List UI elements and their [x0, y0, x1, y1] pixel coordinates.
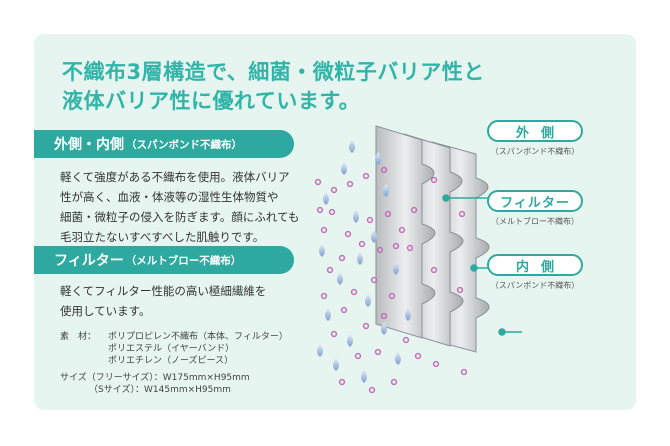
material-value-2: ポリエステル（イヤーバンド） — [108, 344, 235, 354]
particle-dot-icon — [362, 322, 370, 330]
three-layer-illustration — [314, 125, 522, 394]
particle-dot-icon — [354, 352, 362, 360]
particle-dot-icon — [314, 178, 322, 186]
water-droplet-icon — [349, 140, 355, 153]
particle-dot-icon — [340, 306, 348, 314]
particle-dot-icon — [346, 180, 354, 188]
particle-dot-icon — [338, 254, 346, 262]
particle-dot-icon — [380, 166, 388, 174]
size-free-label: サイズ（フリーサイズ）： — [60, 373, 163, 383]
water-droplet-icon — [323, 192, 329, 205]
particle-dot-icon — [366, 216, 374, 224]
water-droplet-icon — [383, 184, 389, 197]
section-text-outer-inner: 軽くて強度がある不織布を使用。液体バリア 性が高く、血液・体液等の湿性生体物質や… — [60, 170, 300, 244]
material-value-1: ポリプロピレン不織布（本体、フィルター） — [108, 332, 288, 342]
particle-dot-icon — [338, 378, 346, 386]
particle-dot-icon — [414, 352, 422, 360]
water-droplet-icon — [333, 358, 339, 371]
water-droplet-icon — [365, 294, 371, 307]
particle-dot-icon — [350, 288, 358, 296]
particle-dot-icon — [328, 208, 336, 216]
particle-dot-icon — [406, 244, 414, 252]
section-text-filter: 軽くてフィルター性能の高い極細繊維を 使用しています。 — [60, 284, 267, 318]
particle-dot-icon — [458, 210, 466, 218]
particle-dot-icon — [376, 246, 384, 254]
water-droplet-icon — [371, 230, 377, 243]
section-title-outer-inner: 外側・内側 — [54, 137, 124, 153]
droplet-group — [317, 140, 411, 383]
particle-dot-icon — [370, 276, 378, 284]
section-bar-outer-inner: 外側・内側 （スパンボンド不織布） — [34, 130, 294, 158]
water-droplet-icon — [341, 162, 347, 175]
particle-dot-icon — [456, 286, 464, 294]
water-droplet-icon — [395, 352, 401, 365]
particle-dot-icon — [326, 266, 334, 274]
material-value-3: ポリエチレン（ノーズピース） — [108, 356, 234, 366]
particle-group — [314, 166, 468, 394]
water-droplet-icon — [375, 152, 381, 165]
particle-dot-icon — [358, 240, 366, 248]
layer-outer — [375, 125, 436, 339]
water-droplet-icon — [319, 244, 325, 257]
particle-dot-icon — [432, 360, 440, 368]
particle-dot-icon — [330, 330, 338, 338]
particle-dot-icon — [460, 368, 468, 376]
label-outer-sub: （スパンボンド不織布） — [490, 147, 580, 156]
particle-dot-icon — [320, 292, 328, 300]
particle-dot-icon — [344, 230, 352, 238]
water-droplet-icon — [357, 252, 363, 265]
particle-dot-icon — [388, 292, 396, 300]
water-droplet-icon — [405, 308, 411, 321]
particle-dot-icon — [402, 336, 410, 344]
label-inner-sub: （スパンボンド不織布） — [490, 281, 580, 290]
particle-dot-icon — [390, 378, 398, 386]
section-title-filter: フィルター — [54, 253, 124, 269]
water-droplet-icon — [353, 210, 359, 223]
particle-dot-icon — [392, 242, 400, 250]
particle-dot-icon — [430, 266, 438, 274]
section-bar-filter: フィルター （メルトブロー不織布） — [34, 246, 294, 274]
water-droplet-icon — [317, 344, 323, 357]
particle-dot-icon — [380, 312, 388, 320]
water-droplet-icon — [347, 334, 353, 347]
particle-dot-icon — [368, 386, 376, 394]
label-outer: 外側 — [487, 120, 583, 142]
particle-dot-icon — [410, 206, 418, 214]
label-filter-sub: （メルトブロー不織布） — [491, 217, 579, 226]
particle-dot-icon — [362, 172, 370, 180]
water-droplet-icon — [337, 272, 343, 285]
size-s-value: W145mm×H95mm — [144, 385, 231, 395]
particle-dot-icon — [316, 206, 324, 214]
section-subtitle-filter: （メルトブロー不織布） — [125, 254, 242, 267]
water-droplet-icon — [325, 308, 331, 321]
particle-dot-icon — [320, 226, 328, 234]
size-free-value: W175mm×H95mm — [162, 373, 250, 383]
particle-dot-icon — [398, 226, 406, 234]
spec-size: サイズ（フリーサイズ）： W175mm×H95mm （Sサイズ）： W145mm… — [60, 372, 250, 396]
particle-dot-icon — [384, 210, 392, 218]
info-card: 不織布3層構造で、細菌・微粒子バリア性と 液体バリア性に優れています。 外側・内… — [34, 34, 636, 410]
label-filter: フィルター — [487, 190, 583, 212]
particle-dot-icon — [430, 176, 438, 184]
material-label: 素 材： — [60, 332, 97, 342]
headline: 不織布3層構造で、細菌・微粒子バリア性と 液体バリア性に優れています。 — [62, 60, 485, 113]
particle-dot-icon — [330, 186, 338, 194]
section-subtitle-outer-inner: （スパンボンド不織布） — [126, 138, 243, 151]
size-s-label: （Sサイズ）： — [89, 385, 144, 395]
label-inner: 内側 — [487, 254, 583, 276]
water-droplet-icon — [361, 370, 367, 383]
water-droplet-icon — [381, 322, 387, 335]
particle-dot-icon — [374, 348, 382, 356]
spec-material: 素 材： ポリプロピレン不織布（本体、フィルター） ポリエステル（イヤーバンド）… — [60, 331, 288, 367]
water-droplet-icon — [393, 262, 399, 275]
